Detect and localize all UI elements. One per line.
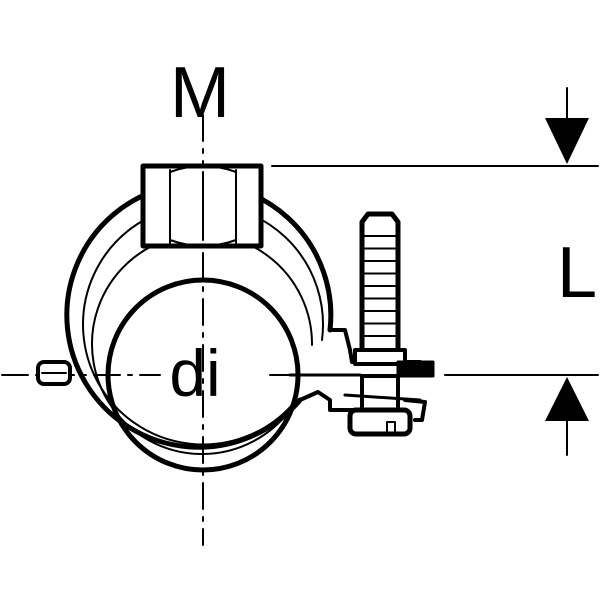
label-inner-diameter: di [169,336,220,410]
dimension-L [271,87,599,456]
label-thread-m: M [170,53,230,133]
hex-nut [140,163,264,249]
arrow-up-icon [545,377,589,421]
arrow-down-icon [545,118,589,164]
label-length-l: L [557,233,597,313]
left-tab [36,360,72,386]
clamp-ring [64,180,422,473]
screw-bolt [343,211,435,437]
